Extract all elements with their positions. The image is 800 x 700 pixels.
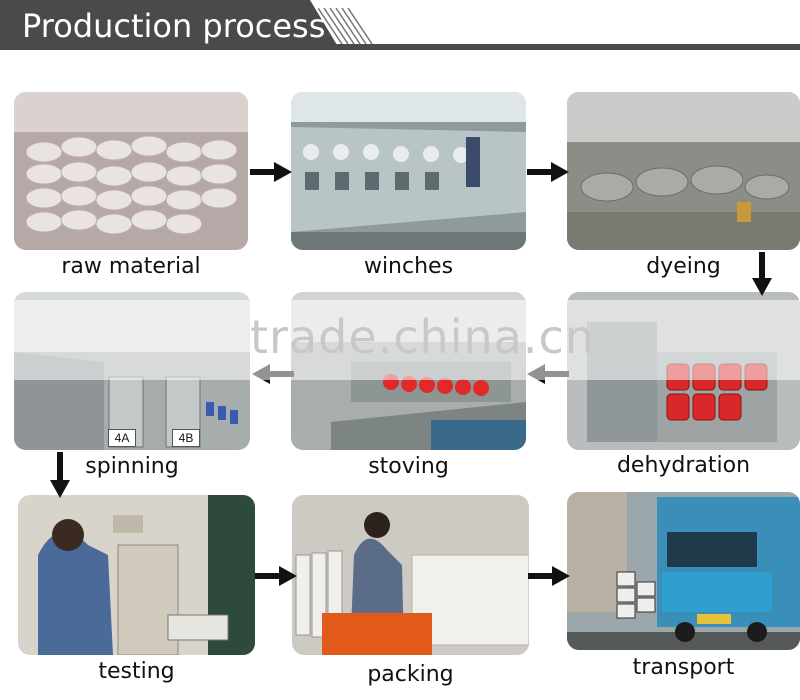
step-label-dyeing: dyeing	[646, 254, 721, 279]
hatch-decoration	[318, 8, 373, 44]
watermark-band	[0, 300, 800, 380]
transport-photo	[567, 492, 800, 650]
step-label-stoving: stoving	[368, 454, 449, 479]
dyeing-photo	[567, 92, 800, 250]
packing-photo	[292, 495, 529, 655]
arrow-down-icon	[50, 452, 70, 498]
arrow-right-icon	[527, 162, 569, 182]
watermark-text: trade.china.cn	[250, 310, 595, 364]
step-label-transport: transport	[632, 655, 735, 680]
arrow-right-icon	[250, 162, 292, 182]
arrow-right-icon	[528, 566, 570, 586]
step-label-dehydration: dehydration	[616, 453, 751, 478]
machine-tag-4a: 4A	[108, 429, 136, 447]
header-underline	[0, 44, 800, 50]
step-label-packing: packing	[367, 662, 454, 687]
arrow-down-icon	[752, 252, 772, 296]
step-label-spinning: spinning	[85, 454, 179, 479]
machine-tag-4b: 4B	[172, 429, 200, 447]
arrow-right-icon	[255, 566, 297, 586]
step-label-raw-material: raw material	[61, 254, 201, 279]
raw-material-photo	[14, 92, 248, 250]
step-label-testing: testing	[98, 659, 175, 684]
testing-photo	[18, 495, 255, 655]
header-banner	[0, 0, 340, 50]
winches-photo	[291, 92, 526, 250]
header: Production process	[0, 0, 800, 50]
page-title: Production process	[22, 7, 326, 45]
step-label-winches: winches	[363, 254, 454, 279]
